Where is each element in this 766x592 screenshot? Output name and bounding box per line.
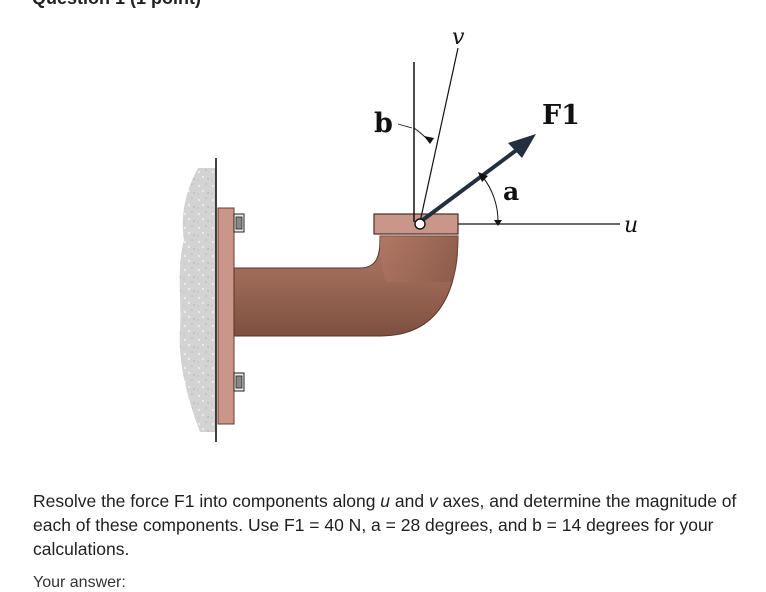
angle-a-arrowhead-top [478, 172, 488, 182]
force-diagram: v u F1 a b [179, 25, 638, 442]
force-arrow-shaft [418, 144, 524, 224]
angle-b-label: b [374, 108, 393, 139]
pin-joint [414, 218, 426, 230]
pipe-vertical [380, 236, 458, 282]
answer-label: Your answer: [33, 574, 126, 591]
angle-a-arc [481, 175, 499, 223]
angle-b-arrowhead [424, 136, 434, 144]
v-axis-label: v [452, 25, 465, 50]
angle-b-leader [397, 123, 413, 129]
wall [179, 168, 216, 432]
bolt-bottom [233, 372, 245, 392]
angle-a-arrowhead-bottom [494, 220, 502, 226]
v-axis-line [419, 47, 459, 223]
bolt-top [233, 213, 245, 233]
problem-text-2: and [390, 491, 429, 511]
mounting-plate [217, 207, 235, 425]
problem-u-symbol: u [380, 491, 391, 511]
problem-v-symbol: v [428, 491, 438, 511]
problem-text-3: axes, and determine the magnitude of eac… [33, 491, 737, 559]
force-arrow-head [508, 134, 536, 158]
question-title: Question 1 (1 point) [32, 0, 201, 9]
problem-text-1: Resolve the force F1 into components alo… [33, 491, 381, 511]
angle-a-label: a [503, 177, 519, 206]
problem-statement: Resolve the force F1 into components alo… [33, 489, 758, 561]
force-label: F1 [542, 100, 580, 131]
u-axis-label: u [624, 213, 638, 238]
